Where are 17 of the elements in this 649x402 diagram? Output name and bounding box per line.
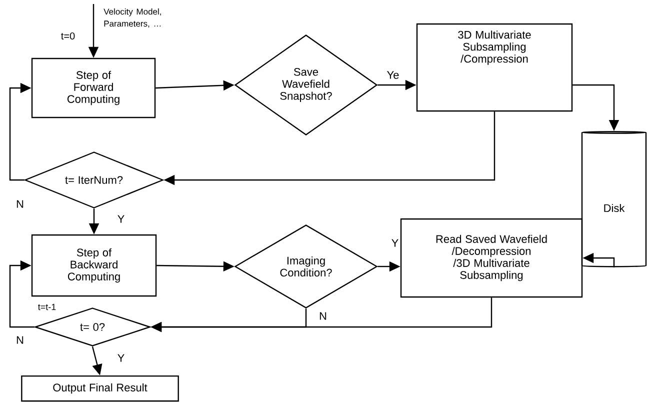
edge-label: Ye	[387, 71, 399, 79]
disk-cylinder: Disk	[581, 131, 647, 268]
process-box: Step of Backward Computing	[31, 234, 157, 297]
process-box: 3D Multivariate Subsampling /Compression	[416, 23, 573, 112]
process-box: Output Final Result	[21, 375, 179, 402]
edge-label: Velocity Model, Parameters, …	[104, 8, 161, 28]
arrow	[9, 260, 34, 328]
edge-label: Y	[118, 354, 124, 362]
edge-label: N	[320, 312, 326, 320]
edge-label: Y	[392, 239, 398, 247]
edge-label: Y	[118, 215, 124, 223]
label: t=t-1	[38, 304, 56, 310]
process-box: Step of Forward Computing	[31, 58, 156, 118]
edge-label: N	[16, 336, 24, 344]
edge-label: N	[16, 200, 24, 208]
process-box: Read Saved Wavefield /Decompression /3D Multivariate Subsampling	[400, 218, 583, 298]
label: t=0	[61, 32, 75, 40]
